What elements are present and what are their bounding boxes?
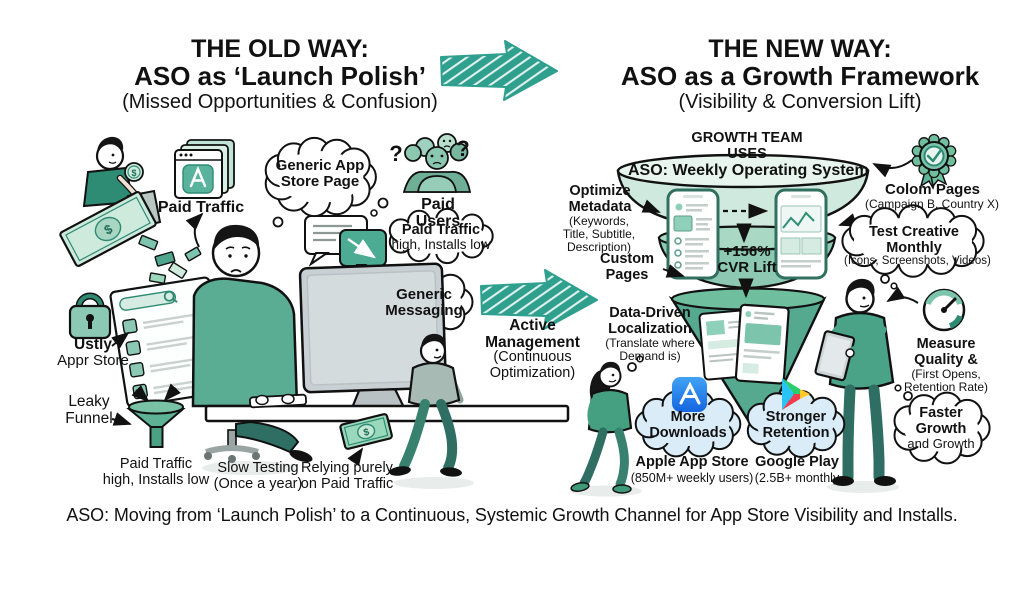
walking-man [389,333,474,489]
generic-messaging-cloud-text: Generic Messaging [385,286,463,320]
generic-store-cloud-text: Generic App Store Page [275,157,365,191]
search-icon [163,290,175,302]
arrow-lock-to-page [111,331,130,349]
paid-traffic-cloud-text-bold: Paid Traffic [401,222,481,238]
pointing-hand [845,348,855,358]
cvr-lift-label: +156% CVR Lift [717,243,777,277]
locked-store-label-bold: Ustly [74,336,112,353]
question-mark: ? [389,141,403,166]
old-title-subtitle: (Missed Opportunities & Confusion) [122,91,438,113]
test-creative-label: Test Creative Monthly [869,224,959,256]
custom-pages-label: Custom Pages [600,251,654,283]
arrow-measure-quality [886,286,919,304]
active-management-label: Active Management [485,317,580,351]
paid-traffic-cloud-shape [388,207,494,265]
localization-sub: (Translate where Demand is) [605,336,695,363]
dollar-sign: $ [362,427,370,439]
paid-traffic-bill-icon: $ [339,413,393,450]
arrow-to-bill [347,447,364,467]
more-downloads-cloud-text: More Downloads [649,409,727,441]
google-play-sub: (2.5B+ monthly [754,471,840,485]
quality-badge-icon [911,133,957,190]
funnel-caption-line2: high, Installs low [102,472,210,488]
large-dollar-bill: $ [59,191,157,267]
declining-message-bubbles [272,215,387,276]
walking-woman [570,355,644,497]
lock-icon [68,292,112,340]
faster-growth-sub: and Growth [907,436,975,451]
measure-quality-label: Measure Quality & [914,336,978,368]
growth-team-uses-header: GROWTH TEAM USES [691,130,803,162]
google-play-icon [782,378,810,410]
line-chart-icon [782,211,815,229]
leaky-funnel-icon [126,383,186,448]
man-with-tablet [814,278,899,493]
slow-testing-caption: Slow Testing (Once a year) [213,460,303,492]
relying-caption: Relying purely on Paid Traffic [300,460,394,492]
paid-users-crowd [402,133,472,193]
arrow-optimize-metadata [641,199,661,213]
paid-users-label: Paid Users [415,196,461,231]
new-title-line2: ASO as a Growth Framework [620,61,980,91]
stronger-retention-cloud-text: Stronger Retention [762,409,830,441]
man-at-desk [191,224,299,408]
locked-store-label-rest: Appr Store [57,352,129,369]
office-chair [204,429,260,463]
paid-traffic-label: Paid Traffic [157,199,245,216]
generic-store-cloud-shape [264,136,377,218]
gauge-icon [922,288,966,332]
arrow-custom-pages [662,264,685,278]
apple-app-store-label: Apple App Store [635,454,749,470]
hand [255,394,269,406]
question-mark: ? [456,136,470,161]
metadata-phone [666,188,720,280]
new-title-line1: THE NEW WAY: [708,35,892,63]
footer-caption: ASO: Moving from ‘Launch Polish’ to a Co… [66,505,958,525]
app-store-logo [189,165,207,188]
localized-card-front [734,303,790,385]
stronger-retention-cloud-shape [746,390,846,459]
computer-monitor [298,262,448,410]
money-throwing-man: $ $ [59,136,202,284]
measure-quality-sub: (First Opens, Retention Rate) [903,367,989,394]
under-desk-legs [235,420,313,463]
funnel-caption-line1: Paid Traffic [119,456,193,472]
old-title-line1: THE OLD WAY: [191,35,369,63]
arrow-to-leaky-funnel [111,412,132,426]
tablet [814,330,856,382]
chair-shadow [202,461,298,475]
old-title-line2: ASO as ‘Launch Polish’ [134,61,426,91]
creative-phone [774,188,828,280]
dollar-sign: $ [131,168,136,178]
localization-label: Data-Driven Localization [608,305,692,337]
google-play-label: Google Play [755,454,839,470]
aso-funnel [616,153,870,433]
arrow-to-paid-traffic [185,212,204,248]
falling-bills [138,234,202,284]
test-creative-sub: (Icons, Screenshots, Videos) [844,255,991,267]
apple-app-store-sub: (850M+ weekly users) [630,471,754,485]
hand [281,393,295,405]
check-icon [926,148,943,163]
arrow-colom-pages [872,159,913,178]
weekly-operating-system-label: ASO: Weekly Operating System [628,162,869,179]
paid-traffic-cloud-text-rest: high, Installs low [391,237,491,252]
faster-growth-label: Faster Growth [915,405,967,437]
colom-pages-sub: (Campaign B, Country X) [864,197,1000,211]
active-management-sub: (Continuous Optimization) [489,349,576,381]
test-creative-cloud-shape [841,204,985,278]
declining-trend-icon [347,238,376,259]
app-store-stack-icon [174,139,235,199]
faster-growth-cloud-shape [893,391,991,465]
optimize-metadata-sub: (Keywords, Title, Subtitle, Description) [562,214,636,254]
apple-app-store-icon [672,377,707,412]
new-title-subtitle: (Visibility & Conversion Lift) [678,91,922,113]
optimize-metadata-label: Optimize Metadata [568,183,632,215]
leaky-funnel-label: Leaky Funnel [65,393,113,427]
colom-pages-label: Colom Pages [884,181,981,198]
